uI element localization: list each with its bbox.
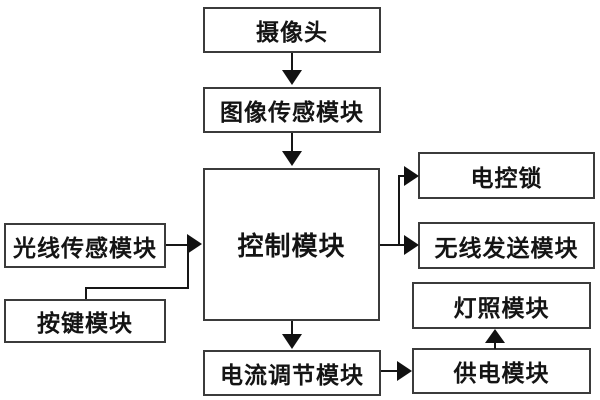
arrowhead-right-icon [404,166,419,186]
arrowhead-right-icon [187,234,202,254]
node-lighting-label: 灯照模块 [453,295,550,321]
edge-control-to-electric-lock-line [398,175,406,177]
edge-key-to-control-line [85,287,189,289]
arrowhead-up-icon [485,329,505,343]
edge-control-branch-line [380,244,405,246]
edge-power-to-lighting-line [494,341,496,349]
node-camera: 摄像头 [203,7,381,53]
node-image-sensor-label: 图像传感模块 [220,100,364,125]
node-wireless: 无线发送模块 [418,222,595,269]
arrowhead-down-icon [282,70,302,85]
arrowhead-right-icon [397,361,412,381]
node-electric-lock-label: 电控锁 [470,165,543,191]
edge-control-branch-line [398,175,400,246]
node-image-sensor: 图像传感模块 [203,87,381,133]
node-key-label: 按键模块 [37,311,133,336]
node-light-sensor-label: 光线传感模块 [13,235,157,261]
edge-key-to-control-line [85,287,87,299]
edge-image-sensor-to-control-line [291,133,293,151]
node-key: 按键模块 [4,299,166,343]
edge-control-to-current-reg-line [291,321,293,336]
node-current-reg-label: 电流调节模块 [220,363,364,388]
node-current-reg: 电流调节模块 [203,350,381,396]
edge-current-reg-to-power-line [381,370,398,372]
node-lighting: 灯照模块 [412,282,591,329]
edge-light-sensor-to-control-line [166,244,188,246]
node-electric-lock: 电控锁 [418,152,595,199]
edge-camera-to-image-sensor-line [291,53,293,71]
node-camera-label: 摄像头 [256,20,328,45]
arrowhead-down-icon [282,151,302,166]
node-light-sensor: 光线传感模块 [4,223,166,268]
arrowhead-right-icon [404,235,419,255]
node-power: 供电模块 [412,348,591,394]
node-wireless-label: 无线发送模块 [434,235,579,261]
node-control: 控制模块 [203,168,380,321]
node-control-label: 控制模块 [237,232,346,261]
edge-key-to-control-line [187,246,189,289]
arrowhead-down-icon [282,334,302,349]
node-power-label: 供电模块 [453,361,550,386]
